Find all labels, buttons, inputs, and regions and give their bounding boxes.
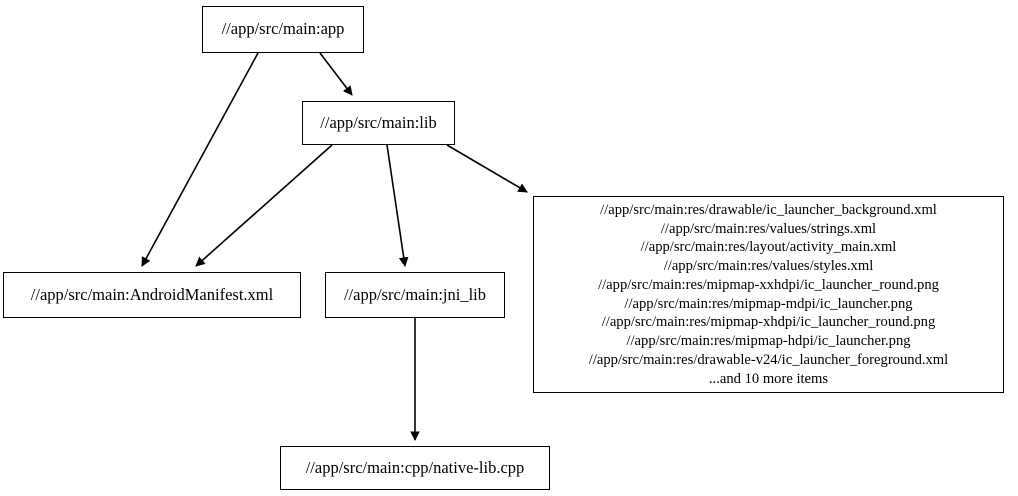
node-res-group[interactable]: //app/src/main:res/drawable/ic_launcher_… bbox=[533, 196, 1004, 393]
node-app-label: //app/src/main:app bbox=[221, 19, 345, 39]
edge-lib-to-androidmanifest bbox=[195, 144, 333, 267]
node-res-group-label: //app/src/main:res/drawable/ic_launcher_… bbox=[588, 201, 949, 387]
edge-lib-to-jni-lib bbox=[386, 144, 409, 267]
node-native-lib-cpp-label: //app/src/main:cpp/native-lib.cpp bbox=[305, 457, 525, 477]
edge-lib-to-res bbox=[446, 144, 528, 193]
node-lib[interactable]: //app/src/main:lib bbox=[302, 101, 455, 145]
node-app[interactable]: //app/src/main:app bbox=[202, 6, 364, 53]
edge-app-to-lib bbox=[319, 52, 353, 96]
node-jni-lib-label: //app/src/main:jni_lib bbox=[343, 284, 487, 304]
node-lib-label: //app/src/main:lib bbox=[320, 112, 437, 132]
node-androidmanifest-xml-label: //app/src/main:AndroidManifest.xml bbox=[30, 284, 274, 304]
node-androidmanifest-xml[interactable]: //app/src/main:AndroidManifest.xml bbox=[3, 272, 301, 318]
node-native-lib-cpp[interactable]: //app/src/main:cpp/native-lib.cpp bbox=[280, 446, 550, 490]
edge-app-to-androidmanifest bbox=[141, 52, 259, 267]
node-jni-lib[interactable]: //app/src/main:jni_lib bbox=[325, 272, 505, 318]
